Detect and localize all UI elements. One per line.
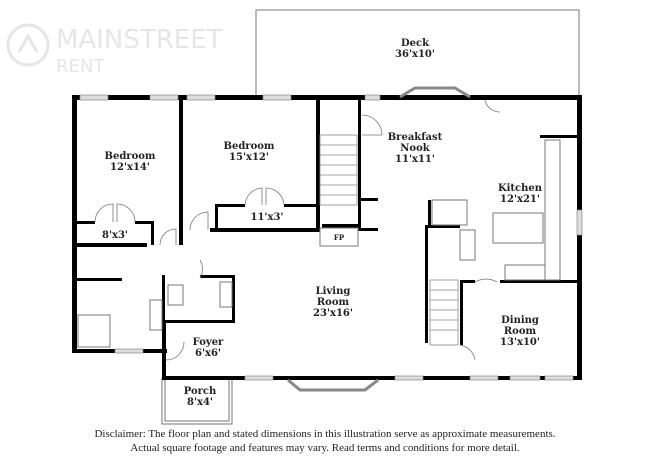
watermark-line1: MAINSTREET: [56, 25, 223, 55]
bay-window-living: [287, 378, 379, 392]
deck-size: 36'x10': [395, 49, 435, 60]
powder-sink: [219, 281, 233, 308]
nook-size: 11'x11': [395, 154, 435, 165]
fireplace-label: FP: [334, 233, 345, 242]
living-label-1: Living: [316, 286, 351, 297]
windows: [79, 94, 583, 381]
disclaimer-line1: Disclaimer: The floor plan and stated di…: [94, 428, 556, 440]
walls: [72, 95, 582, 380]
bath-vanity: [149, 299, 163, 331]
dining-size: 13'x10': [500, 337, 540, 348]
nook-label-2: Nook: [400, 143, 430, 154]
bay-window-nook: [399, 86, 471, 99]
nook-sink: [431, 199, 468, 226]
watermark-logo: MAINSTREET RENT: [6, 23, 223, 77]
bedroom1-label: Bedroom: [105, 151, 156, 162]
foyer-size: 6'x6': [195, 348, 221, 359]
living-label-2: Room: [317, 297, 350, 308]
staircase-upper: [319, 134, 358, 206]
bathtub: [77, 314, 111, 348]
dining-label-2: Room: [504, 326, 537, 337]
closet2-size: 11'x3': [251, 212, 284, 223]
kitchen-size: 12'x21': [500, 194, 540, 205]
bedroom2-label: Bedroom: [224, 141, 275, 152]
disclaimer-line2: Actual square footage and features may v…: [130, 442, 520, 454]
bedroom1-size: 12'x14': [110, 162, 150, 173]
bedroom2-size: 15'x12': [229, 152, 269, 163]
porch-label: Porch: [184, 386, 217, 397]
kitchen-label: Kitchen: [498, 183, 543, 194]
watermark-line2: RENT: [56, 56, 105, 77]
kitchen-island: [492, 212, 544, 244]
foyer-label: Foyer: [193, 337, 224, 348]
nook-label-1: Breakfast: [388, 132, 443, 143]
dining-label-1: Dining: [501, 315, 539, 326]
toilet: [167, 284, 184, 306]
porch-size: 8'x4': [187, 397, 213, 408]
closet1-size: 8'x3': [102, 230, 128, 241]
staircase-lower: [429, 279, 459, 346]
doors: [94, 99, 501, 361]
kitchen-counter: [544, 139, 561, 281]
living-size: 23'x16': [313, 308, 353, 319]
deck-label: Deck: [401, 38, 430, 49]
